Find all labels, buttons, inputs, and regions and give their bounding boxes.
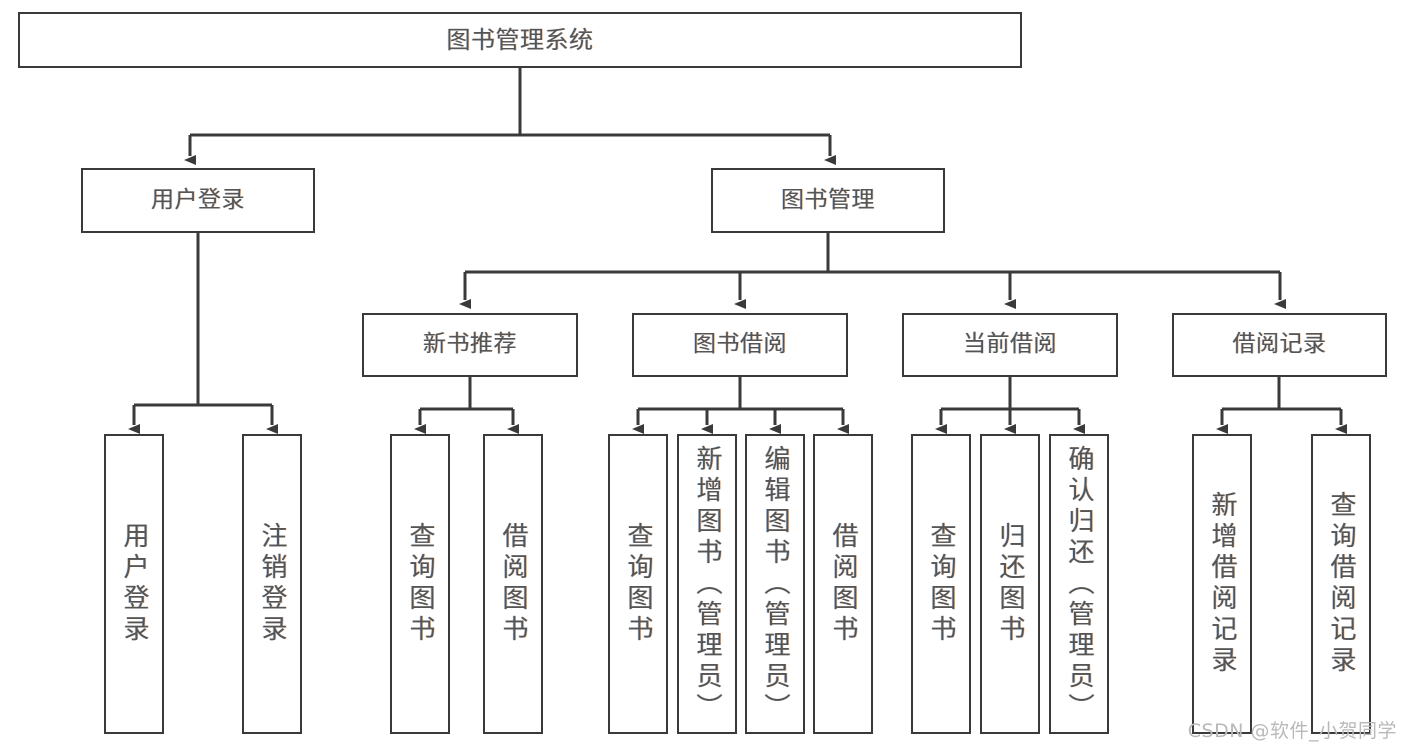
leaf-current-query-book[interactable]: 查询图书 xyxy=(911,434,971,734)
node-label: 当前借阅 xyxy=(963,331,1057,358)
node-label: 借阅图书 xyxy=(828,522,858,646)
node-label: 新增借阅记录 xyxy=(1207,491,1237,677)
node-book-management[interactable]: 图书管理 xyxy=(711,168,945,233)
leaf-user-login-login[interactable]: 用户登录 xyxy=(104,434,164,734)
leaf-new-book-query[interactable]: 查询图书 xyxy=(390,434,450,734)
node-label: 新增图书（管理员） xyxy=(692,444,722,724)
node-current-borrow[interactable]: 当前借阅 xyxy=(902,313,1118,377)
node-label: 查询图书 xyxy=(623,522,653,646)
node-label: 查询借阅记录 xyxy=(1326,491,1356,677)
node-new-book-recommend[interactable]: 新书推荐 xyxy=(362,313,578,377)
leaf-borrow-edit-book-admin[interactable]: 编辑图书（管理员） xyxy=(745,434,805,734)
leaf-record-add-borrow-record[interactable]: 新增借阅记录 xyxy=(1192,434,1252,734)
leaf-borrow-add-book-admin[interactable]: 新增图书（管理员） xyxy=(677,434,737,734)
leaf-record-query-borrow-record[interactable]: 查询借阅记录 xyxy=(1311,434,1371,734)
node-user-login[interactable]: 用户登录 xyxy=(81,168,315,233)
csdn-watermark: CSDN @软件_小贺同学 xyxy=(1187,720,1397,742)
node-label: 注销登录 xyxy=(257,522,287,646)
node-label: 查询图书 xyxy=(926,522,956,646)
leaf-user-login-logout[interactable]: 注销登录 xyxy=(242,434,302,734)
node-label: 归还图书 xyxy=(995,522,1025,646)
leaf-new-book-borrow[interactable]: 借阅图书 xyxy=(483,434,543,734)
node-label: 新书推荐 xyxy=(423,331,517,358)
node-label: 用户登录 xyxy=(151,186,245,213)
node-label: 确认归还（管理员） xyxy=(1064,444,1094,724)
node-label: 借阅图书 xyxy=(498,522,528,646)
leaf-current-return-book[interactable]: 归还图书 xyxy=(980,434,1040,734)
node-label: 图书管理 xyxy=(781,186,875,213)
leaf-borrow-borrow-book[interactable]: 借阅图书 xyxy=(813,434,873,734)
node-label: 图书管理系统 xyxy=(446,25,594,54)
node-label: 图书借阅 xyxy=(693,331,787,358)
node-label: 查询图书 xyxy=(405,522,435,646)
node-label: 编辑图书（管理员） xyxy=(760,444,790,724)
node-book-borrow[interactable]: 图书借阅 xyxy=(632,313,848,377)
node-root-book-management-system[interactable]: 图书管理系统 xyxy=(18,12,1022,68)
leaf-current-confirm-return-admin[interactable]: 确认归还（管理员） xyxy=(1049,434,1109,734)
node-label: 借阅记录 xyxy=(1232,331,1327,358)
node-borrow-record[interactable]: 借阅记录 xyxy=(1172,313,1387,377)
node-label: 用户登录 xyxy=(119,522,149,646)
leaf-borrow-query-book[interactable]: 查询图书 xyxy=(608,434,668,734)
